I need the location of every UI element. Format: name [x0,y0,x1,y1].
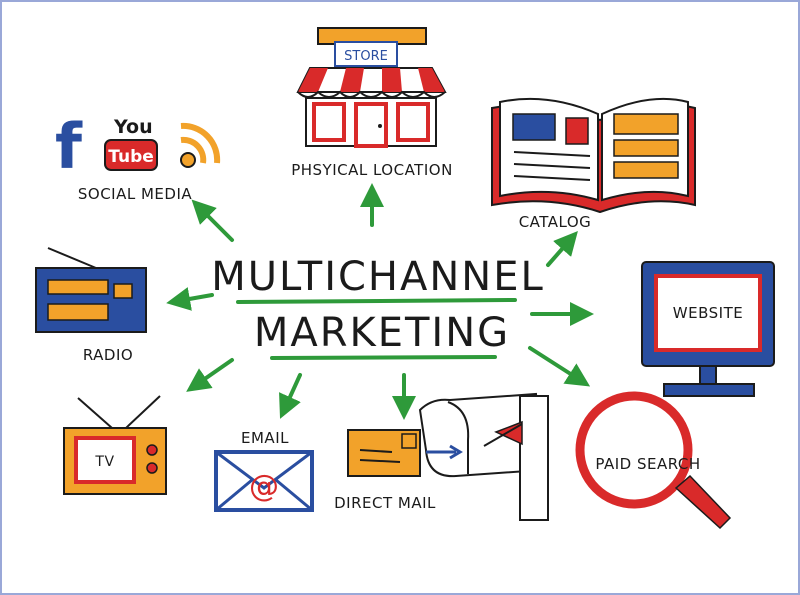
arrow-to-radio [166,287,214,311]
mailbox-icon [418,392,549,521]
arrow-to-tv [186,358,234,392]
paid-search-node: PAID SEARCH [575,391,732,530]
arrows [166,183,594,420]
title-line-1: MULTICHANNEL [211,254,545,300]
direct-mail-label: DIRECT MAIL [334,494,436,512]
title-underline-2 [270,355,497,360]
website-label: WEBSITE [673,304,743,322]
tv-label: TV [94,454,114,470]
email-node: EMAIL @ [214,429,314,512]
arrow-to-social-media [191,199,234,242]
social-media-node: f You Tube SOCIAL MEDIA [55,110,221,203]
physical-location-node: STORE PHSYICAL LOCATION [291,27,453,179]
youtube-icon: You Tube [104,116,158,171]
store-sign-text: STORE [344,49,388,64]
radio-label: RADIO [83,346,133,364]
physical-location-label: PHSYICAL LOCATION [291,161,453,179]
tv-node: TV [63,395,167,495]
arrow-to-email [279,373,302,419]
social-media-label: SOCIAL MEDIA [78,185,193,203]
svg-text:Tube: Tube [108,147,154,167]
direct-mail-node: DIRECT MAIL [334,392,549,521]
facebook-icon: f [55,110,83,183]
email-label: EMAIL [241,429,289,447]
radio-icon [35,247,147,333]
rss-icon [180,122,221,168]
arrow-to-paid-search [528,346,591,387]
center-title: MULTICHANNEL MARKETING [211,254,545,360]
radio-node: RADIO [35,247,147,364]
catalog-node: CATALOG [491,97,696,231]
svg-text:You: You [113,116,153,138]
title-line-2: MARKETING [254,310,510,356]
title-underline-1 [236,298,517,304]
paid-search-label: PAID SEARCH [595,455,700,473]
envelope-icon: @ [214,450,314,512]
store-icon: STORE [296,27,447,148]
website-node: WEBSITE [641,261,775,397]
open-book-icon [491,97,696,214]
magnifier-icon [575,391,732,530]
catalog-label: CATALOG [519,213,592,231]
arrow-to-catalog [546,230,578,267]
monitor-icon [641,261,775,397]
svg-text:f: f [55,110,83,183]
postcard-icon [347,429,421,477]
tv-icon [63,395,167,495]
at-sign-icon: @ [249,469,279,504]
